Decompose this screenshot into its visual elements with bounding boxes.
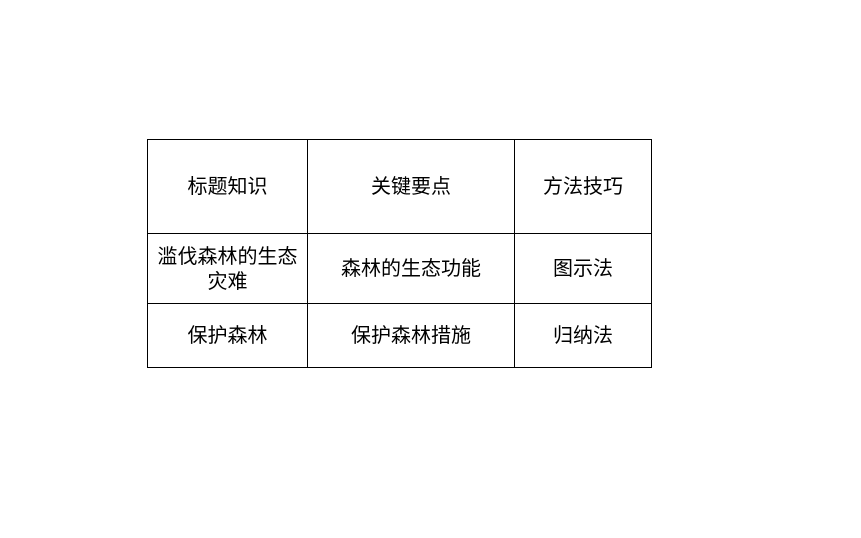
table-cell-key-points: 森林的生态功能 (307, 233, 515, 304)
table-row-header: 标题知识 关键要点 方法技巧 (147, 139, 652, 234)
summary-table: 标题知识 关键要点 方法技巧 滥伐森林的生态灾难 森林的生态功能 图示法 保护森… (147, 139, 652, 368)
table-row: 保护森林 保护森林措施 归纳法 (147, 303, 652, 368)
table-cell-topic: 保护森林 (147, 303, 308, 368)
header-cell-methods: 方法技巧 (514, 139, 652, 234)
table-cell-key-points: 保护森林措施 (307, 303, 515, 368)
table-cell-method: 归纳法 (514, 303, 652, 368)
table-cell-method: 图示法 (514, 233, 652, 304)
header-cell-topic: 标题知识 (147, 139, 308, 234)
table-cell-topic: 滥伐森林的生态灾难 (147, 233, 308, 304)
header-cell-key-points: 关键要点 (307, 139, 515, 234)
table-row: 滥伐森林的生态灾难 森林的生态功能 图示法 (147, 233, 652, 304)
